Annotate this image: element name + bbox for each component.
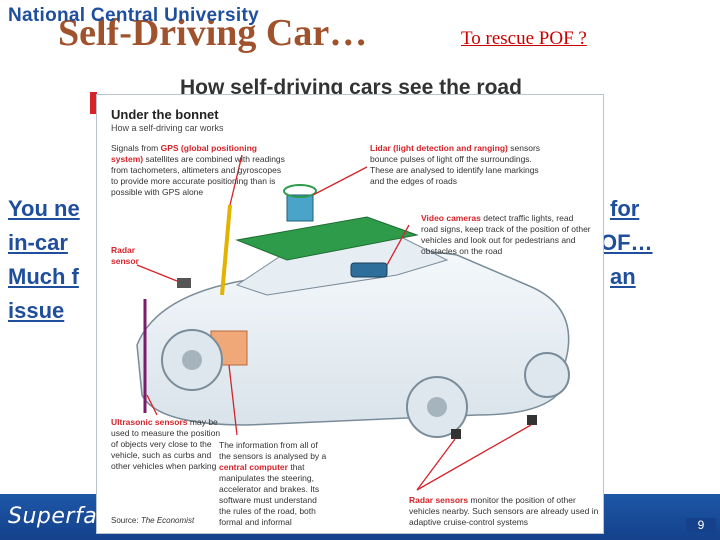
front-radar-sensor	[177, 278, 191, 288]
ultrasonic-annotation: Ultrasonic sensors may be used to measur…	[111, 417, 221, 472]
radar-sensors-annotation: Radar sensors monitor the position of ot…	[409, 495, 599, 528]
infographic-source: Source: The Economist	[111, 516, 194, 525]
lidar-annotation: Lidar (light detection and ranging) sens…	[370, 143, 545, 187]
infographic-title: Under the bonnet	[111, 107, 219, 122]
body-fragment-2: OF…	[600, 226, 710, 260]
central-computer-annotation: The information from all of the sensors …	[219, 440, 329, 528]
page-number: 9	[686, 518, 716, 532]
university-name: National Central University	[8, 5, 259, 27]
rear-wheel-right	[525, 353, 569, 397]
infographic-subtitle: How a self-driving car works	[111, 123, 224, 133]
body-text-right: for OF… an	[600, 192, 710, 294]
rear-radar-sensor-2	[527, 415, 537, 425]
gps-annotation: Signals from GPS (global positioning sys…	[111, 143, 286, 198]
rear-radar-sensor-1	[451, 429, 461, 439]
body-fragment-1: for	[600, 192, 710, 226]
gps-antenna	[222, 205, 230, 295]
lidar-unit	[287, 195, 313, 221]
footer-text: Superfa	[8, 504, 97, 529]
subtitle-link[interactable]: To rescue POF ?	[461, 28, 587, 50]
video-camera	[351, 263, 387, 277]
body-fragment-3: an	[600, 260, 710, 294]
infographic-panel: Under the bonnet How a self-driving car …	[96, 94, 604, 534]
video-camera-annotation: Video cameras detect traffic lights, rea…	[421, 213, 591, 257]
radar-sensor-label: Radar sensor	[111, 245, 151, 267]
